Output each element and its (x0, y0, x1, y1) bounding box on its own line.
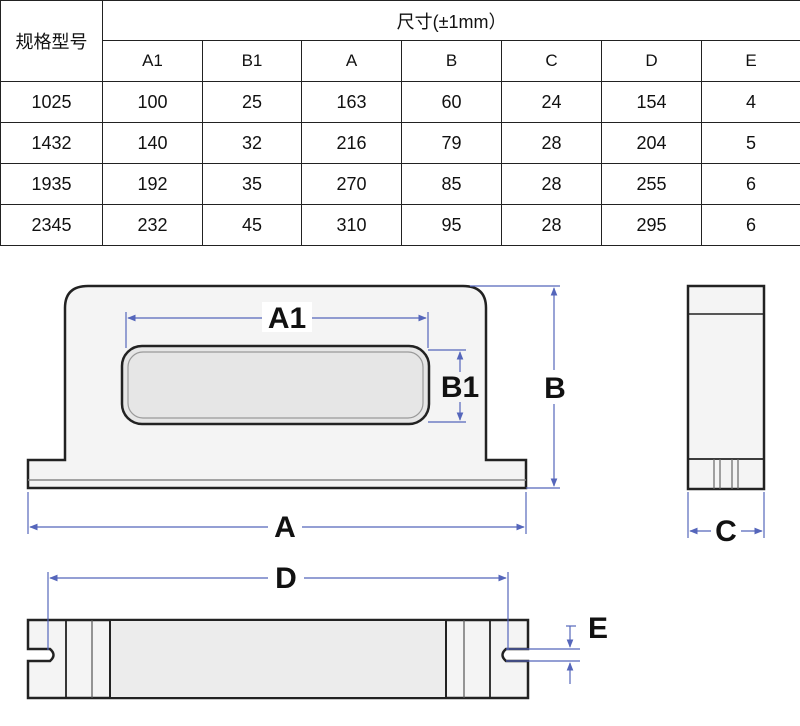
bottom-view: D E (26, 562, 608, 700)
front-view-window-inner (127, 351, 424, 419)
dim-c-label-bg (711, 514, 741, 546)
value-cell: 154 (601, 81, 702, 123)
dim-d-label-bg (268, 562, 304, 594)
value-cell: 79 (401, 122, 502, 164)
dim-a1-label-bg (262, 302, 312, 332)
value-cell: 95 (401, 204, 502, 246)
value-cell: 255 (601, 163, 702, 205)
value-cell: 192 (102, 163, 203, 205)
side-view: C (686, 284, 766, 548)
table-row: 2345 232 45 310 95 28 295 6 (0, 204, 800, 246)
dim-a-label-bg (268, 510, 302, 542)
value-cell: 4 (700, 81, 800, 123)
col-header-c: C (501, 40, 602, 82)
value-cell: 310 (301, 204, 402, 246)
value-cell: 6 (700, 163, 800, 205)
col-header-a1: A1 (102, 40, 203, 82)
dimension-drawing: A1 B1 B A C (26, 284, 766, 700)
dim-b1-label-bg (440, 372, 480, 402)
col-header-e: E (700, 40, 800, 82)
table-column-row: A1 B1 A B C D E (1, 40, 800, 82)
value-cell: 45 (202, 204, 302, 246)
value-cell: 204 (601, 122, 702, 164)
dim-a1-label: A1 (268, 302, 306, 335)
value-cell: 270 (301, 163, 402, 205)
side-view-body (686, 284, 766, 491)
dim-d-label: D (275, 562, 297, 595)
value-cell: 100 (102, 81, 203, 123)
dim-e-label: E (588, 612, 608, 645)
model-cell: 1025 (0, 81, 103, 123)
col-header-d: D (601, 40, 702, 82)
value-cell: 5 (700, 122, 800, 164)
dim-b-label-bg (540, 370, 570, 404)
value-cell: 25 (202, 81, 302, 123)
value-cell: 60 (401, 81, 502, 123)
dim-b1-label: B1 (441, 371, 479, 404)
value-cell: 28 (501, 122, 602, 164)
bottom-view-core (109, 619, 447, 699)
dim-c-label: C (715, 515, 737, 548)
dim-b-label: B (544, 372, 566, 405)
table-row: 1025 100 25 163 60 24 154 4 (0, 81, 800, 123)
value-cell: 6 (700, 204, 800, 246)
value-cell: 85 (401, 163, 502, 205)
value-cell: 140 (102, 122, 203, 164)
spec-table: 规格型号 尺寸(±1mm） A1 B1 A B C D E 1025 100 2… (0, 0, 800, 246)
model-cell: 1935 (0, 163, 103, 205)
col-header-b: B (401, 40, 502, 82)
col-header-a: A (301, 40, 402, 82)
dim-a-label: A (274, 511, 296, 544)
value-cell: 216 (301, 122, 402, 164)
value-cell: 163 (301, 81, 402, 123)
table-row: 1935 192 35 270 85 28 255 6 (0, 163, 800, 205)
size-header: 尺寸(±1mm） (101, 0, 800, 41)
value-cell: 28 (501, 163, 602, 205)
model-cell: 1432 (0, 122, 103, 164)
value-cell: 232 (102, 204, 203, 246)
model-header: 规格型号 (0, 0, 103, 82)
value-cell: 35 (202, 163, 302, 205)
value-cell: 295 (601, 204, 702, 246)
model-cell: 2345 (0, 204, 103, 246)
table-row: 1432 140 32 216 79 28 204 5 (0, 122, 800, 164)
value-cell: 32 (202, 122, 302, 164)
value-cell: 28 (501, 204, 602, 246)
col-header-b1: B1 (202, 40, 302, 82)
table-header-row: 规格型号 尺寸(±1mm） (0, 0, 800, 82)
front-view-window (120, 344, 431, 426)
front-view: A1 B1 B A (26, 284, 570, 544)
value-cell: 24 (501, 81, 602, 123)
